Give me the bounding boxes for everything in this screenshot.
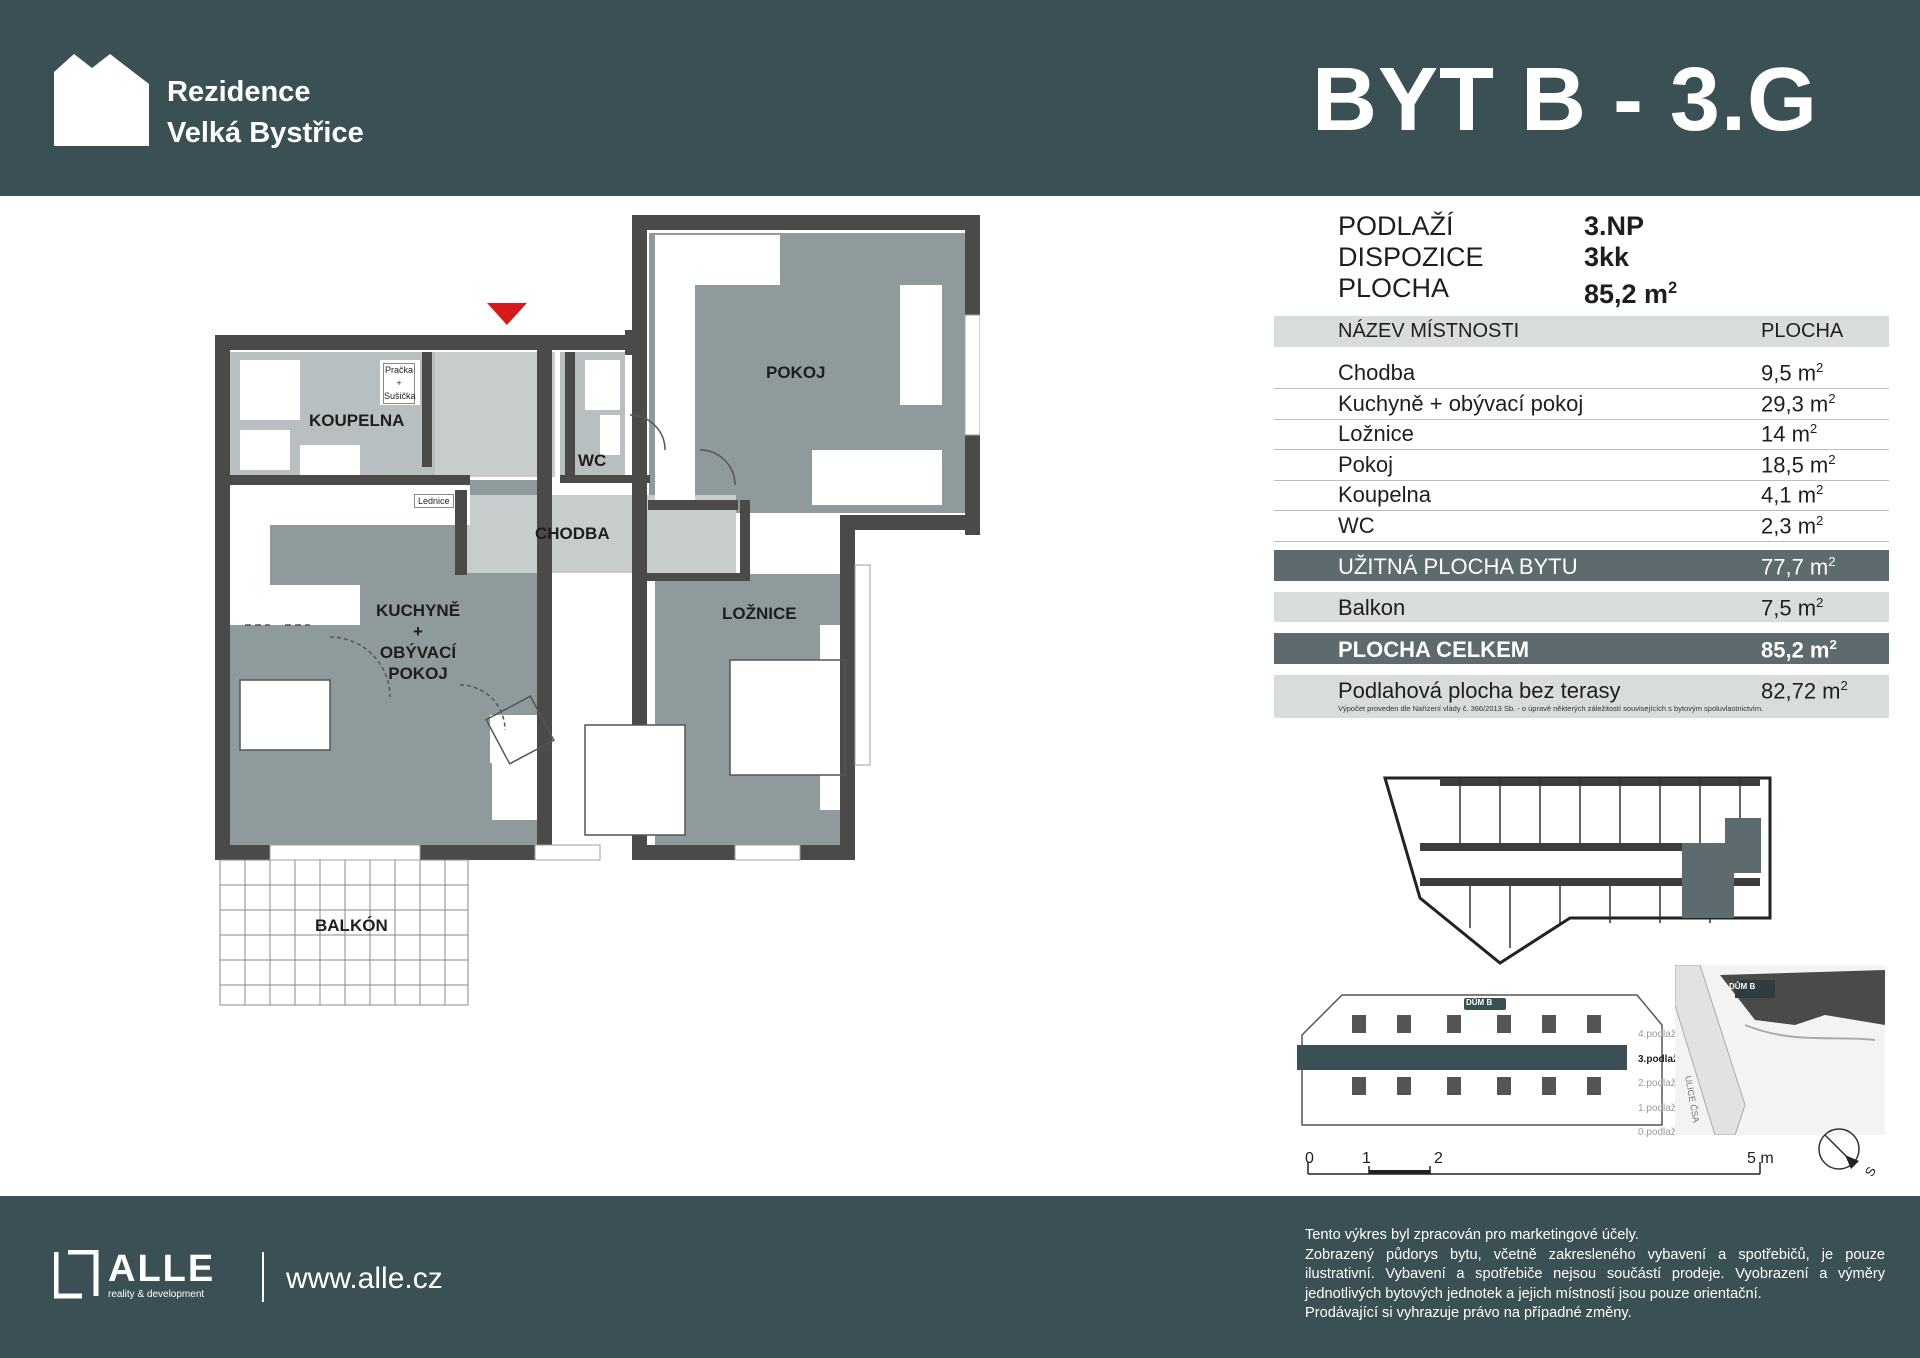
site-house-label: DŮM B xyxy=(1729,982,1756,991)
scale-label-2: 2 xyxy=(1434,1150,1443,1167)
room-row-area: 9,5 m2 xyxy=(1761,360,1824,386)
layout-value: 3kk xyxy=(1584,242,1630,272)
row-separator xyxy=(1274,540,1889,542)
room-label-wc: WC xyxy=(578,451,607,470)
usable-area-label: UŽITNÁ PLOCHA BYTU xyxy=(1338,554,1578,579)
room-row-name: Kuchyně + obývací pokoj xyxy=(1338,390,1584,416)
floor-area-value: 82,72 m2 xyxy=(1761,678,1848,704)
balcony-row xyxy=(1274,592,1889,622)
room-row-name: Ložnice xyxy=(1338,421,1414,446)
disclaimer-line-1: Tento výkres byl zpracován pro marketing… xyxy=(1305,1227,1639,1243)
usable-area-value: 77,7 m2 xyxy=(1761,554,1836,580)
room-row-name: Chodba xyxy=(1338,360,1416,385)
room-row-area: 29,3 m2 xyxy=(1761,390,1836,416)
washer-line-3: Sušička xyxy=(384,391,416,401)
floor-list: 4.podlaží 3.podlaží 2.podlaží 1.podlaží 0.po… xyxy=(1638,1023,1681,1146)
floor-label-item: 2.podlaží xyxy=(1638,1078,1679,1089)
room-label-koupelna: KOUPELNA xyxy=(309,411,405,430)
fridge-label: Lednice xyxy=(414,494,454,508)
room-row-area: 18,5 m2 xyxy=(1761,451,1836,477)
total-area-row xyxy=(1274,633,1889,664)
washer-line-2: + xyxy=(396,378,402,388)
kitchen-label-line-2: + xyxy=(413,622,423,641)
room-label-kitchen-living: KUCHYNĚ + OBÝVACÍ POKOJ xyxy=(358,600,478,684)
kitchen-label-line-4: POKOJ xyxy=(388,664,448,683)
floor-label-item: 0.podlaží xyxy=(1638,1127,1679,1138)
scale-label-0: 0 xyxy=(1305,1150,1314,1167)
room-row-area: 14 m2 xyxy=(1761,421,1818,447)
balcony-value: 7,5 m2 xyxy=(1761,595,1824,621)
row-separator xyxy=(1274,479,1889,481)
floor-plan xyxy=(215,215,980,1006)
room-label-pokoj: POKOJ xyxy=(766,363,826,382)
disclaimer-line-3: Prodávající si vyhrazuje právo na případ… xyxy=(1305,1305,1632,1321)
floor-area-row xyxy=(1274,675,1889,718)
site-map xyxy=(1675,965,1885,1135)
apartment-title: BYT B - 3.G xyxy=(1311,50,1818,150)
scale-label-5: 5 m xyxy=(1747,1150,1774,1167)
floor-label-item: 3.podlaží xyxy=(1638,1053,1681,1065)
house-logo-icon xyxy=(54,54,149,146)
kitchen-label-line-3: OBÝVACÍ xyxy=(379,643,457,662)
area-value: 85,2 m2 xyxy=(1584,279,1678,309)
balcony-label: Balkon xyxy=(1338,595,1406,620)
row-separator xyxy=(1274,388,1889,389)
layout-label: DISPOZICE xyxy=(1338,242,1484,272)
room-row-name: Pokoj xyxy=(1338,451,1394,477)
total-area-value: 85,2 m2 xyxy=(1761,637,1837,663)
entrance-arrow-icon xyxy=(487,303,527,325)
scale-bar xyxy=(1307,1162,1761,1175)
alle-wordmark: ALLE xyxy=(108,1248,216,1290)
usable-area-row xyxy=(1274,550,1889,581)
kitchen-label-line-1: KUCHYNĚ xyxy=(375,601,461,620)
row-separator xyxy=(1274,418,1889,420)
column-header-name: NÁZEV MÍSTNOSTI xyxy=(1338,320,1520,342)
building-floor-key-plan xyxy=(1383,776,1772,965)
disclaimer-line-2: Zobrazený půdorys bytu, včetně zakreslen… xyxy=(1305,1246,1885,1302)
header-band xyxy=(0,0,1920,196)
brand-line-2: Velká Bystřice xyxy=(167,117,364,149)
building-elevation xyxy=(1297,994,1663,1126)
alle-tagline: reality & development xyxy=(108,1289,205,1300)
column-header-area: PLOCHA xyxy=(1761,320,1844,342)
floor-area-label: Podlahová plocha bez terasy xyxy=(1338,678,1621,703)
room-label-loznice: LOŽNICE xyxy=(722,604,797,623)
alle-logo-icon xyxy=(54,1250,99,1299)
floor-label-item: 1.podlaží xyxy=(1638,1102,1679,1114)
room-row-area: 4,1 m2 xyxy=(1761,482,1824,508)
table-header xyxy=(1274,316,1889,347)
website-link[interactable]: www.alle.cz xyxy=(286,1262,443,1295)
row-separator xyxy=(1274,510,1889,511)
area-label: PLOCHA xyxy=(1338,273,1450,303)
washer-line-1: Pračka xyxy=(384,365,413,375)
hall-area xyxy=(435,352,555,477)
calculation-note: Výpočet proveden dle Nařízení vlády č. 3… xyxy=(1338,704,1764,713)
room-label-chodba: CHODBA xyxy=(535,524,610,543)
washer-dryer-label: Pračka + Sušička xyxy=(383,363,416,404)
north-arrow-icon xyxy=(1818,1128,1860,1170)
row-separator xyxy=(1274,449,1889,450)
floor-value: 3.NP xyxy=(1584,211,1645,241)
total-area-label: PLOCHA CELKEM xyxy=(1338,637,1530,662)
elevation-house-label: DŮM B xyxy=(1466,998,1493,1007)
room-row-area: 2,3 m2 xyxy=(1761,512,1824,538)
room-row-name: Koupelna xyxy=(1338,482,1431,507)
brand-line-1: Rezidence xyxy=(167,76,311,108)
floor-label: PODLAŽÍ xyxy=(1338,211,1454,241)
room-row-name: WC xyxy=(1338,512,1375,538)
brand-name: Rezidence Velká Bystřice xyxy=(167,72,364,154)
room-label-balkon: BALKÓN xyxy=(315,916,388,935)
scale-label-1: 1 xyxy=(1362,1150,1371,1167)
disclaimer: Tento výkres byl zpracován pro marketing… xyxy=(1305,1226,1885,1324)
footer-band xyxy=(0,1196,1920,1358)
footer-divider xyxy=(262,1252,264,1302)
floor-label-item: 4.podlaží xyxy=(1638,1029,1679,1040)
